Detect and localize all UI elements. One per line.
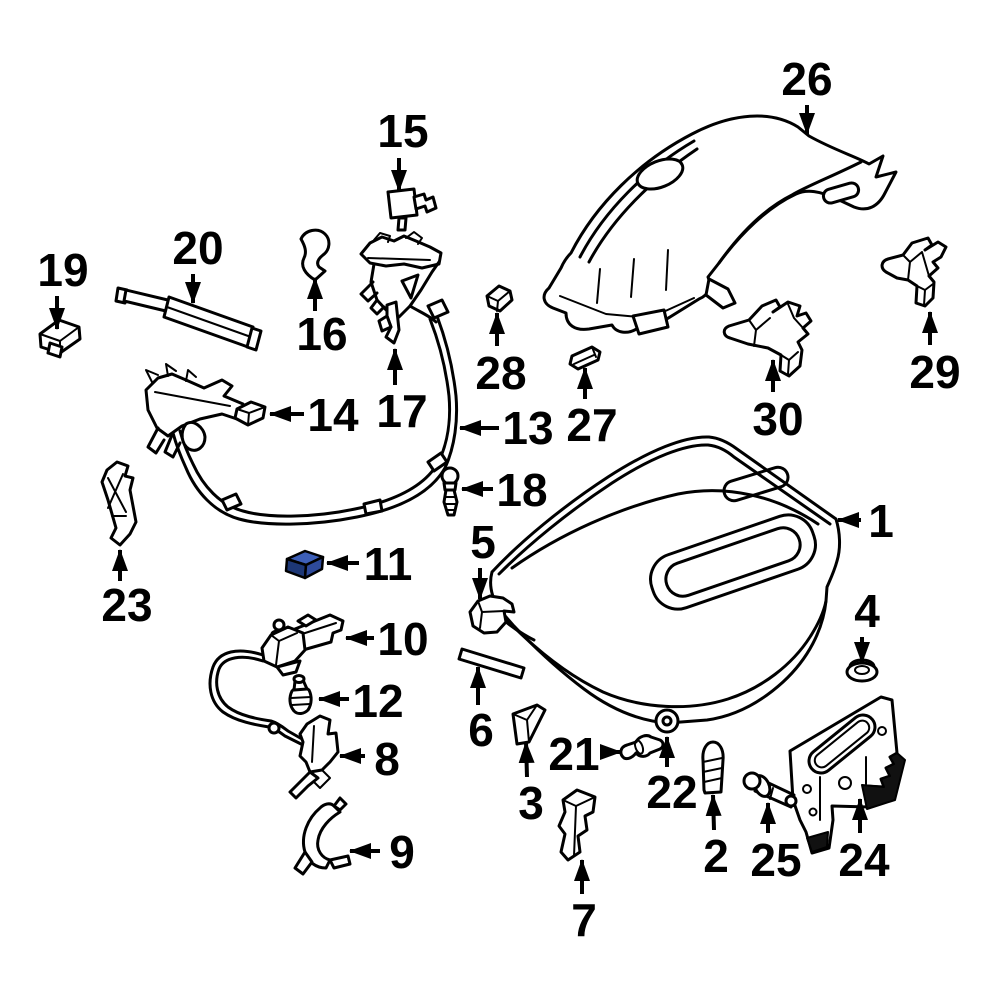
part-29-bracket — [880, 236, 948, 308]
callout-6[interactable]: 6 — [468, 666, 494, 756]
callout-number-2: 2 — [703, 830, 729, 882]
part-18-ball-stud — [440, 466, 460, 517]
callout-27[interactable]: 27 — [566, 367, 618, 451]
part-16-hook — [299, 228, 331, 282]
part-26-storage-lid — [542, 114, 898, 336]
part-15-clip — [386, 187, 438, 232]
callout-18[interactable]: 18 — [461, 464, 548, 516]
callout-number-27: 27 — [566, 399, 617, 451]
part-10-latch — [208, 613, 345, 747]
callout-number-25: 25 — [750, 834, 801, 886]
part-30-bracket — [722, 298, 813, 378]
callout-16[interactable]: 16 — [296, 277, 348, 360]
part-17-clip — [377, 300, 401, 345]
callout-number-30: 30 — [752, 393, 803, 445]
hinge-right — [359, 231, 443, 324]
part-2-buffer — [701, 740, 725, 795]
part-24-filler-panel — [788, 695, 906, 855]
callout-number-10: 10 — [377, 613, 428, 665]
callout-30[interactable]: 30 — [752, 359, 804, 445]
callout-number-20: 20 — [172, 222, 223, 274]
callout-14[interactable]: 14 — [269, 389, 359, 441]
callout-21[interactable]: 21 — [548, 728, 622, 780]
callout-12[interactable]: 12 — [318, 675, 404, 727]
callout-number-19: 19 — [37, 244, 88, 296]
part-6-strip — [457, 647, 526, 680]
part-22-washer — [654, 708, 680, 734]
part-3-wedge — [511, 703, 547, 746]
callout-arrow-3 — [518, 741, 535, 778]
part-5-corner-bracket — [468, 594, 536, 642]
part-21-stud — [619, 734, 665, 761]
callout-number-22: 22 — [646, 766, 697, 818]
part-14-block — [233, 400, 267, 427]
callout-number-26: 26 — [781, 53, 832, 105]
callout-number-9: 9 — [389, 826, 415, 878]
callout-3[interactable]: 3 — [518, 741, 544, 829]
part-7-block — [557, 788, 597, 862]
callout-29[interactable]: 29 — [909, 311, 961, 398]
part-11-buffer-highlighted — [284, 549, 325, 580]
callout-20[interactable]: 20 — [172, 222, 224, 304]
callout-number-14: 14 — [307, 389, 359, 441]
callout-11[interactable]: 11 — [326, 538, 413, 590]
callout-number-5: 5 — [470, 516, 496, 568]
callout-number-16: 16 — [296, 308, 347, 360]
callout-number-8: 8 — [374, 733, 400, 785]
callout-number-28: 28 — [475, 347, 526, 399]
callout-number-21: 21 — [548, 728, 599, 780]
part-13-seal — [171, 298, 459, 526]
callout-number-7: 7 — [571, 894, 597, 946]
callout-number-17: 17 — [376, 385, 427, 437]
callout-number-4: 4 — [854, 585, 880, 637]
callout-2[interactable]: 2 — [703, 794, 729, 882]
callout-number-1: 1 — [868, 495, 894, 547]
callout-15[interactable]: 15 — [377, 105, 429, 192]
callout-number-15: 15 — [377, 105, 428, 157]
callout-9[interactable]: 9 — [349, 826, 415, 878]
part-25-bolt — [742, 771, 798, 809]
callout-28[interactable]: 28 — [475, 312, 527, 399]
callout-5[interactable]: 5 — [470, 516, 496, 600]
callout-26[interactable]: 26 — [781, 53, 833, 135]
callout-arrow-2 — [705, 794, 722, 831]
part-1-trunk-lid — [489, 435, 841, 725]
callout-number-3: 3 — [518, 777, 544, 829]
callout-8[interactable]: 8 — [339, 733, 400, 785]
part-20-gas-strut — [114, 286, 263, 352]
callout-1[interactable]: 1 — [837, 495, 894, 547]
callout-number-11: 11 — [364, 538, 413, 590]
callout-19[interactable]: 19 — [37, 244, 89, 330]
callout-number-18: 18 — [496, 464, 547, 516]
callout-number-24: 24 — [838, 834, 890, 886]
part-19-wedge — [38, 318, 82, 359]
part-11-side — [303, 555, 325, 580]
callout-number-23: 23 — [101, 579, 152, 631]
part-4-grommet — [845, 658, 879, 683]
part-8-striker — [288, 714, 340, 800]
callout-4[interactable]: 4 — [854, 585, 880, 664]
callout-number-6: 6 — [468, 704, 494, 756]
callout-10[interactable]: 10 — [345, 613, 429, 665]
part-23-bracket — [100, 460, 138, 547]
part-28-block — [485, 284, 514, 313]
callout-7[interactable]: 7 — [571, 859, 597, 946]
part-27-block — [568, 345, 602, 371]
callout-number-12: 12 — [352, 675, 403, 727]
part-9-bracket — [293, 796, 352, 876]
hinge-left — [144, 363, 250, 459]
callout-23[interactable]: 23 — [101, 549, 153, 631]
callout-number-29: 29 — [909, 346, 960, 398]
callout-number-13: 13 — [502, 402, 553, 454]
callout-24[interactable]: 24 — [838, 798, 890, 886]
callout-13[interactable]: 13 — [459, 402, 554, 454]
callout-22[interactable]: 22 — [646, 736, 698, 818]
callout-25[interactable]: 25 — [750, 802, 802, 886]
part-12-pin — [288, 674, 313, 715]
callout-17[interactable]: 17 — [376, 348, 428, 437]
